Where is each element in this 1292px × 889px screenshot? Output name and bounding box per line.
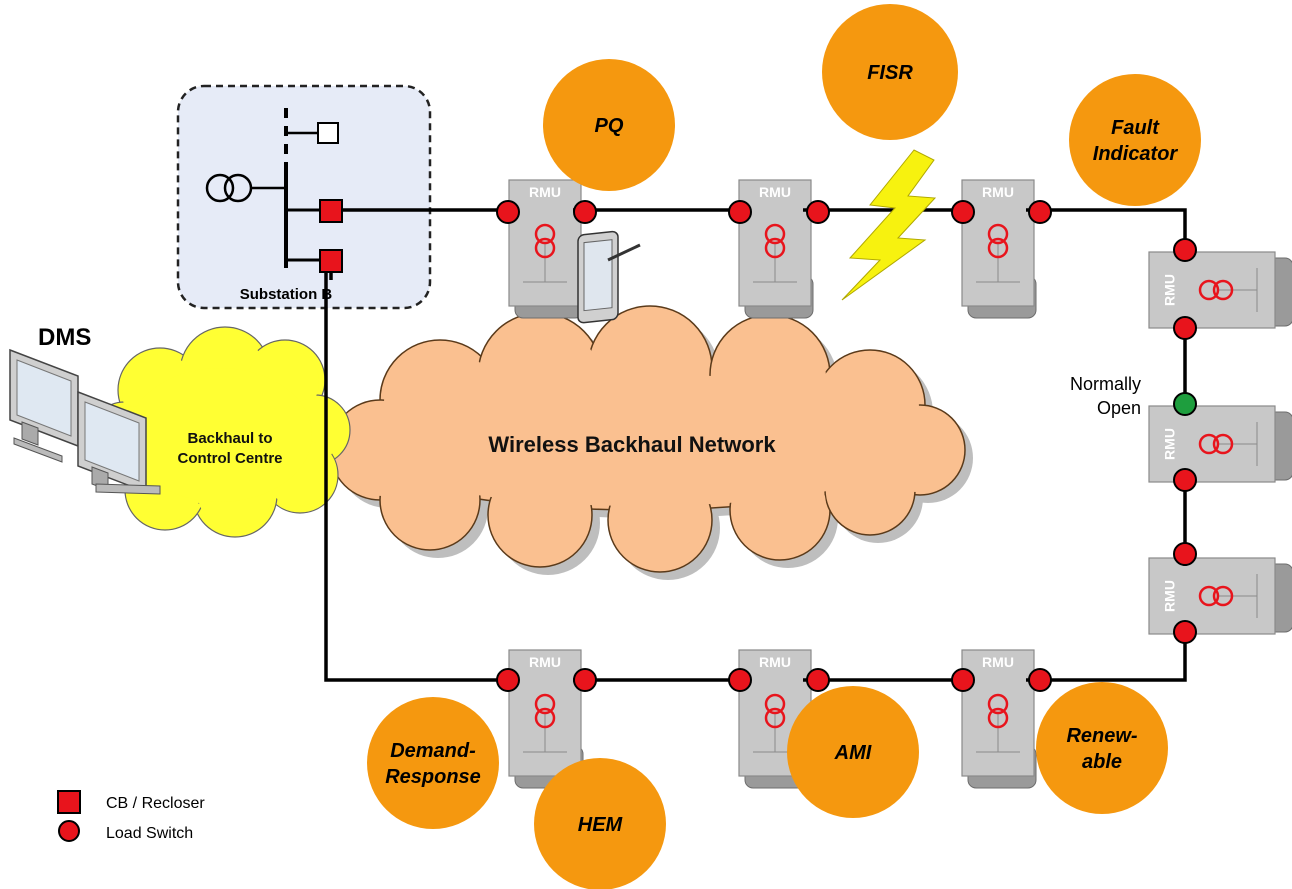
function-pq: PQ (543, 59, 675, 191)
function-label: FISR (867, 62, 913, 84)
rmu-label: RMU (759, 654, 791, 670)
rmu-unit: RMU (508, 179, 584, 319)
load-switch (573, 200, 597, 224)
substation: Substation B (176, 84, 432, 310)
lightning-bolt-icon (841, 149, 937, 301)
rmu-label: RMU (529, 184, 561, 200)
rmu-label: RMU (982, 654, 1014, 670)
rmu-unit: RMU (738, 179, 814, 319)
rmu-unit: RMU (961, 179, 1037, 319)
dms-label: DMS (38, 324, 91, 351)
load-switch (573, 668, 597, 692)
load-switch (806, 668, 830, 692)
function-label: able (1082, 751, 1122, 773)
legend: CB / Recloser Load Switch (57, 790, 205, 842)
function-label: Fault (1111, 117, 1160, 139)
rmu-unit: RMU (1148, 405, 1292, 483)
normally-open-label-2: Open (1097, 398, 1141, 418)
load-switch (1173, 316, 1197, 340)
legend-load-switch-label: Load Switch (106, 825, 193, 842)
monitor-icon (77, 390, 161, 495)
rmu-transformer-icon (1198, 279, 1234, 301)
load-switch (1173, 238, 1197, 262)
rmu-transformer-icon (764, 693, 786, 729)
rmu-transformer-icon (987, 223, 1009, 259)
rmu-unit: RMU (1148, 251, 1292, 329)
load-switches (496, 200, 1197, 692)
legend-load-switch-icon (58, 820, 80, 842)
rmu-transformer-icon (1198, 585, 1234, 607)
dms-workstations: DMS (9, 324, 161, 495)
rmu-label: RMU (982, 184, 1014, 200)
function-label: Response (385, 766, 481, 788)
substation-label: Substation B (240, 286, 333, 303)
legend-cb-recloser-icon (57, 790, 81, 814)
normally-open-label-1: Normally (1070, 374, 1141, 394)
wireless-backhaul-cloud: Wireless Backhaul Network (329, 305, 973, 580)
rmu-label: RMU (1162, 428, 1178, 460)
function-label: HEM (578, 814, 624, 836)
function-label: Renew- (1066, 725, 1137, 747)
rmu-unit: RMU (961, 649, 1037, 789)
load-switch (1028, 668, 1052, 692)
load-switch (951, 200, 975, 224)
rmu-unit: RMU (1148, 557, 1292, 635)
rmu-transformer-icon (534, 693, 556, 729)
monitor-icon (9, 348, 79, 463)
backhaul-label-1: Backhaul to (187, 430, 272, 447)
load-switch (496, 200, 520, 224)
function-demand-response: Demand- Response (367, 697, 499, 829)
function-label: Demand- (390, 740, 476, 762)
open-breaker-icon (317, 122, 339, 144)
load-switch (728, 668, 752, 692)
rmu-label: RMU (1162, 580, 1178, 612)
cb-recloser-top (319, 199, 343, 223)
normally-open-switch (1173, 392, 1197, 416)
tablet-icon (577, 230, 641, 324)
function-ami: AMI (787, 686, 919, 818)
load-switch (1173, 542, 1197, 566)
rmu-transformer-icon (987, 693, 1009, 729)
load-switch (951, 668, 975, 692)
rmu-label: RMU (759, 184, 791, 200)
load-switch (1173, 620, 1197, 644)
rmu-transformer-icon (1198, 433, 1234, 455)
rmu-transformer-icon (534, 223, 556, 259)
function-label: PQ (595, 115, 624, 137)
transformer-icon (205, 173, 286, 203)
function-label: Indicator (1093, 143, 1179, 165)
load-switch (1028, 200, 1052, 224)
load-switch (806, 200, 830, 224)
rmu-label: RMU (529, 654, 561, 670)
backhaul-label-2: Control Centre (178, 450, 283, 467)
function-fisr: FISR (822, 4, 958, 140)
load-switch (1173, 468, 1197, 492)
rmu-label: RMU (1162, 274, 1178, 306)
load-switch (496, 668, 520, 692)
function-renewable: Renew-able (1036, 682, 1168, 814)
wireless-backhaul-label: Wireless Backhaul Network (488, 432, 776, 457)
rmu-transformer-icon (764, 223, 786, 259)
function-label: AMI (834, 742, 872, 764)
load-switch (728, 200, 752, 224)
cb-recloser-bottom (319, 249, 343, 273)
function-hem: HEM (534, 758, 666, 889)
rmu-unit: RMU (508, 649, 584, 789)
legend-cb-recloser-label: CB / Recloser (106, 795, 205, 812)
